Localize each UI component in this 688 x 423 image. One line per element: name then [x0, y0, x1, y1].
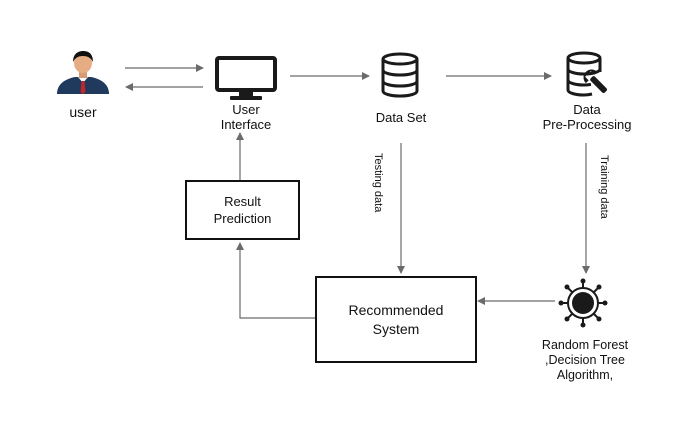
recommended-system-label: Recommended System: [348, 301, 444, 337]
testing-data-label: Testing data: [372, 153, 384, 213]
database-wrench-icon: [566, 51, 607, 97]
data-set-label: Data Set: [375, 110, 427, 125]
recommended-system-box: Recommended System: [315, 276, 477, 363]
result-prediction-box: Result Prediction: [185, 180, 300, 240]
database-icon: [381, 52, 419, 98]
result-prediction-label: Result Prediction: [213, 194, 272, 226]
preprocessing-label: Data Pre-Processing: [542, 102, 632, 132]
user-label: user: [69, 104, 97, 120]
network-node-icon: [558, 278, 608, 328]
user-interface-label: User Interface: [220, 102, 272, 132]
arrow-recommended-to-result: [236, 242, 316, 319]
monitor-icon: [215, 56, 277, 100]
training-data-label: Training data: [598, 155, 610, 219]
user-icon: [57, 51, 109, 94]
algorithm-label: Random Forest ,Decision Tree Algorithm,: [541, 338, 629, 382]
